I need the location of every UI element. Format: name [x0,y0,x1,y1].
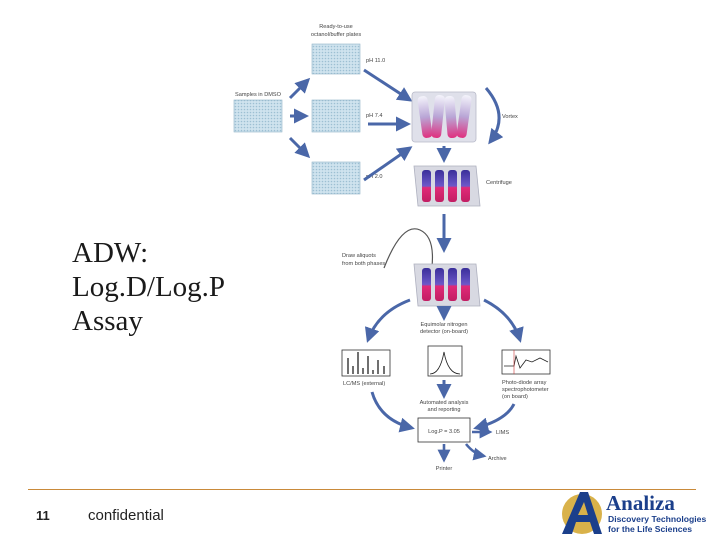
logo-tagline-2: for the Life Sciences [608,524,692,534]
plate-samples [233,99,283,133]
plate-ph-2 [311,161,361,195]
lcms-spectrum [347,352,385,374]
arrow-ph11-to-vortex [363,68,413,102]
aliquot-tubes [413,263,481,307]
pda-panel [501,349,551,375]
label-ph-mid: pH 7.4 [366,113,382,119]
slide-title: ADW: Log.D/Log.P Assay [72,236,272,338]
label-ready-plates-2: octanol/buffer plates [311,32,361,38]
label-ph-low: pH 2.0 [366,174,382,180]
label-lims: LIMS [496,430,509,436]
label-nitrogen-2: detector (on-board) [420,329,468,335]
aliquot-needle [383,228,433,281]
logo-a-mark [562,492,602,534]
label-centrifuge: Centrifuge [486,180,512,186]
logo-tagline-1: Discovery Technologies [608,514,706,524]
label-result: Log.P = 3.05 [428,429,460,435]
vortex-arrow [484,87,504,145]
arrow-to-lcms [364,298,411,343]
nitrogen-panel [427,345,463,377]
arrow-to-archive [464,443,487,461]
lcms-panel [341,349,391,377]
label-pda-3: (on board) [502,394,528,400]
arrow-samples-to-ph2 [288,136,311,159]
title-line-2: Log.D/Log.P [72,271,226,303]
label-draw-1: Draw aliquots [342,253,376,259]
plate-ph-11 [311,43,361,75]
label-auto-1: Automated analysis [420,400,469,406]
analiza-logo: Analiza Discovery Technologies for the L… [562,491,706,534]
label-auto-2: and reporting [428,407,461,413]
arrow-ph2-to-vortex [363,146,413,182]
label-samples: Samples in DMSO [235,92,282,98]
title-line-1: ADW: [72,237,149,269]
label-archive: Archive [488,456,507,462]
page-number: 11 [36,508,50,523]
assay-workflow-diagram: Ready-to-use octanol/buffer plates Sampl… [233,24,551,472]
footer-confidential: confidential [88,507,164,524]
logo-name: Analiza [606,491,675,515]
footer-divider [28,489,696,490]
arrow-samples-to-ph11 [288,77,311,100]
label-lcms: LC/MS (external) [343,381,385,387]
result-box [417,417,471,443]
arrow-pda-to-analysis [473,403,516,433]
label-printer: Printer [436,466,453,472]
label-pda-1: Photo-diode array [502,380,547,386]
label-draw-2: from both phases [342,261,385,267]
arrow-to-pda [483,298,524,343]
vortex-tubes [411,91,477,143]
nitrogen-peak [429,351,461,375]
title-line-3: Assay [72,305,143,337]
label-pda-2: spectrophotometer [502,387,549,393]
arrow-lcms-to-analysis [370,391,415,433]
pda-trace [504,354,549,369]
label-ready-plates-1: Ready-to-use [319,24,353,30]
label-vortex: Vortex [502,114,518,120]
plate-ph-7-4 [311,99,361,133]
label-ph-high: pH 11.0 [366,58,385,64]
centrifuge-tubes [413,165,481,207]
label-nitrogen-1: Equimolar nitrogen [421,322,468,328]
